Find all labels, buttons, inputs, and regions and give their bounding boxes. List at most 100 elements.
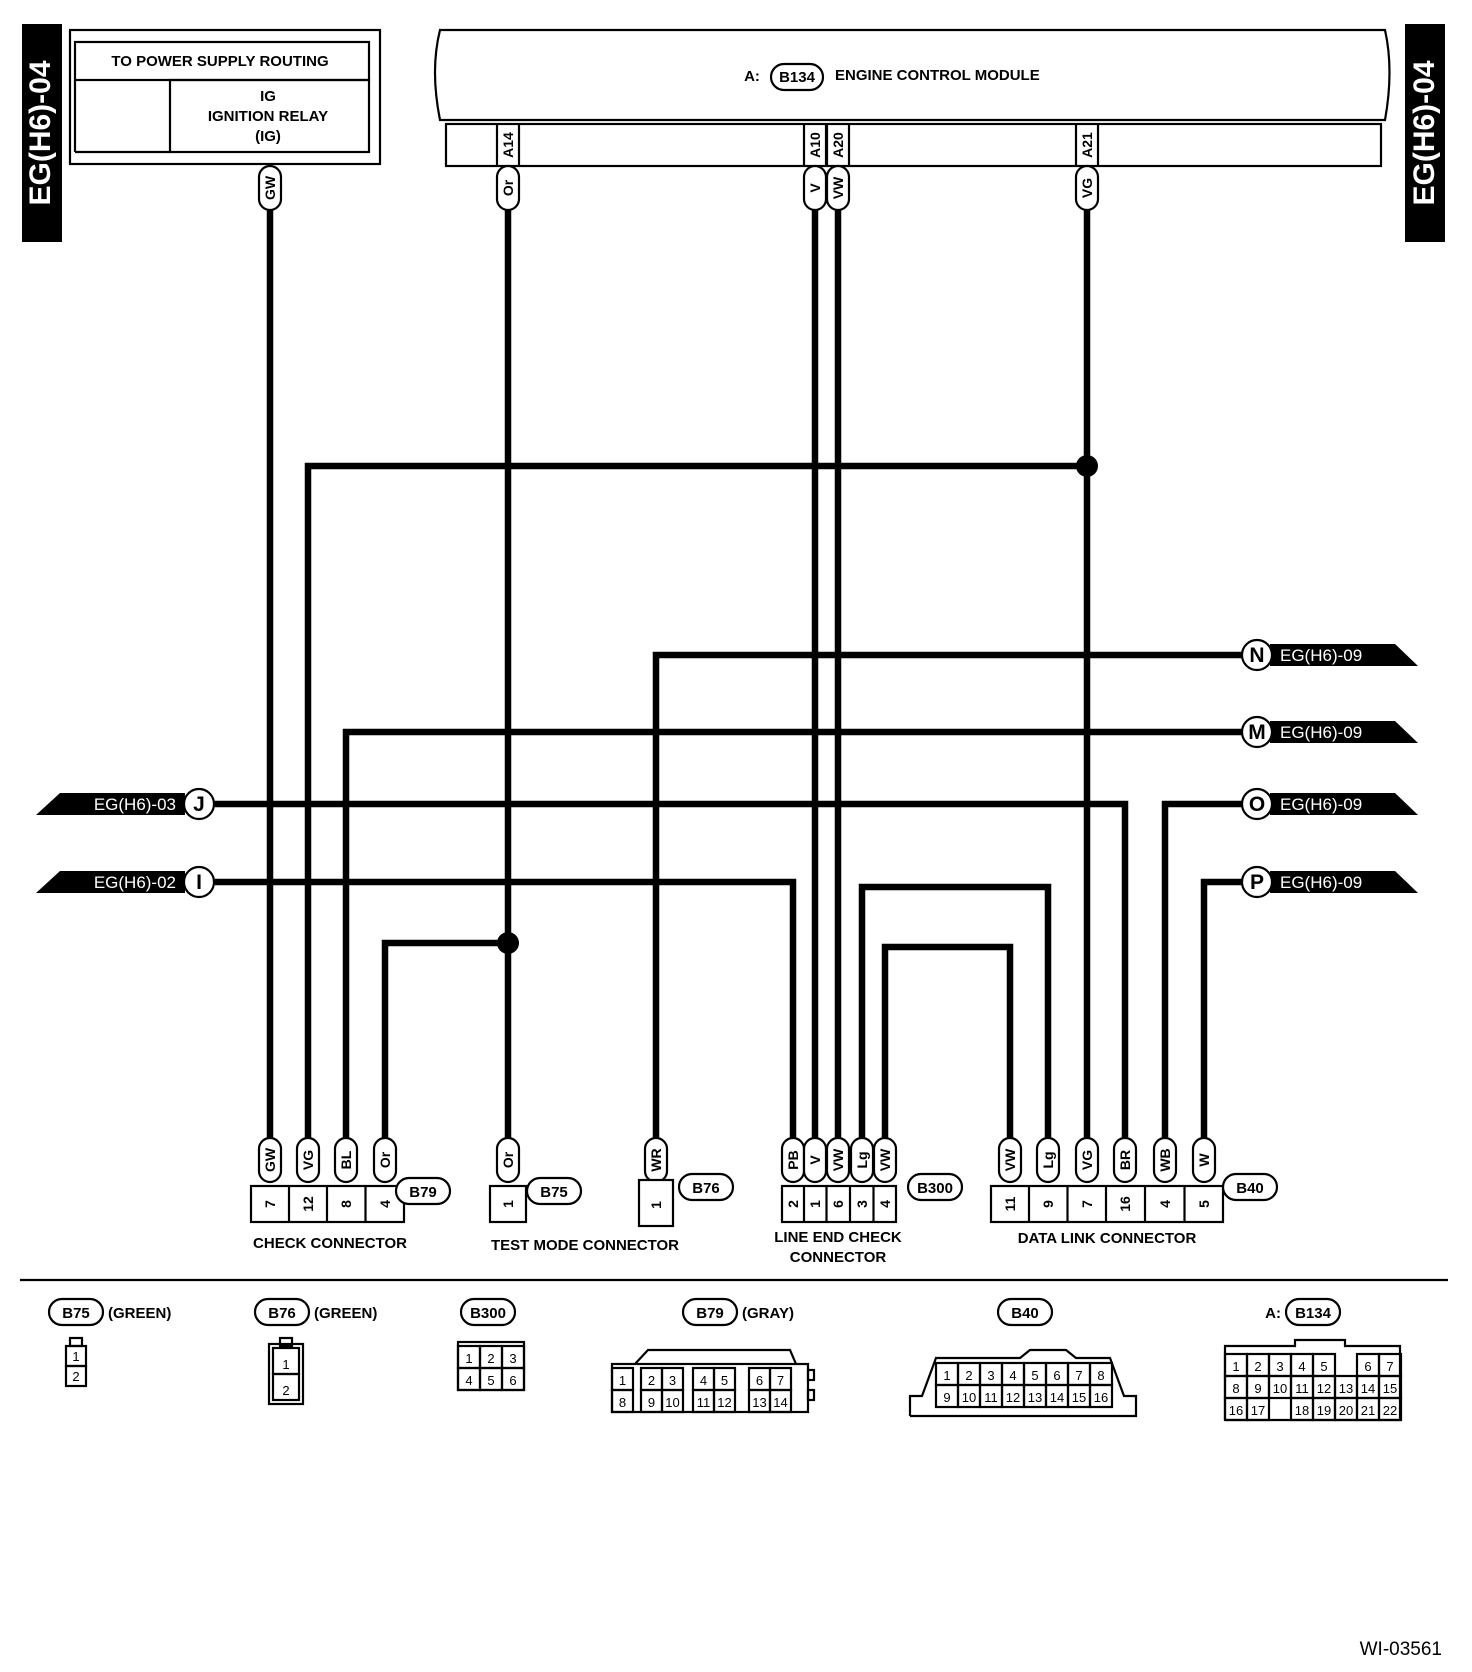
legend-B75-color: (GREEN) — [108, 1305, 171, 1322]
connector-B75-pin-1: 1 — [500, 1200, 516, 1208]
connector-B76: WR 1 B76 — [637, 1136, 735, 1228]
power-supply-abbr: (IG) — [255, 128, 281, 145]
connector-B300-wire-1: PB — [780, 1136, 806, 1184]
connector-B300-wire-2: V — [802, 1136, 828, 1184]
connector-B79-wire-4: Or — [372, 1136, 398, 1184]
legend-B134-pin-7: 7 — [1386, 1359, 1393, 1374]
ecm-terminal-A20: A20 — [830, 132, 846, 158]
legend-B40-pin-4: 4 — [1009, 1368, 1016, 1383]
connector-B76-id: B76 — [692, 1180, 720, 1197]
connector-B40-wire-5-label: WB — [1157, 1148, 1173, 1171]
legend-B79-pin-5: 5 — [721, 1373, 728, 1388]
legend-B40-pin-13: 13 — [1028, 1390, 1042, 1405]
legend-B79-pin-2: 2 — [648, 1373, 655, 1388]
ref-J[interactable]: JEG(H6)-03 — [36, 787, 216, 821]
connector-B79-wire-4-label: Or — [377, 1151, 393, 1168]
legend-B79-pin-12: 12 — [717, 1395, 731, 1410]
connector-B300-wire-2-label: V — [807, 1155, 823, 1165]
legend-B40-pin-15: 15 — [1072, 1390, 1086, 1405]
right-page-tab-label: EG(H6)-04 — [1408, 60, 1441, 205]
right-page-tab: EG(H6)-04 — [1405, 24, 1445, 242]
ref-page-N: EG(H6)-09 — [1280, 646, 1362, 665]
connector-B300-pin-1: 1 — [807, 1200, 823, 1208]
legend-B76-id: B76 — [268, 1305, 296, 1322]
connector-B79-pin-7: 7 — [262, 1200, 278, 1208]
legend-B300-pin-3: 3 — [509, 1351, 516, 1366]
legend-B40-pin-2: 2 — [965, 1368, 972, 1383]
legend-B79-id: B79 — [696, 1305, 724, 1322]
legend-B134-pin-22: 22 — [1383, 1403, 1397, 1418]
connector-B40-pin-11: 11 — [1002, 1196, 1018, 1211]
legend-B134-pin-9: 9 — [1254, 1381, 1261, 1396]
legend-B134-prefix: A: — [1265, 1305, 1281, 1322]
connector-B40-wire-6-label: W — [1196, 1153, 1212, 1167]
legend-B300-pin-6: 6 — [509, 1373, 516, 1388]
legend-B40-pin-8: 8 — [1097, 1368, 1104, 1383]
legend-B40-pin-7: 7 — [1075, 1368, 1082, 1383]
ecm-wire-tag-A20: VW — [825, 164, 851, 212]
legend-B75-pin-2: 2 — [72, 1369, 79, 1384]
legend-B40-pin-3: 3 — [987, 1368, 994, 1383]
power-wire-tag: GW — [257, 164, 283, 212]
ref-M[interactable]: M EG(H6)-09 — [1240, 715, 1418, 749]
connector-B300-name: LINE END CHECK — [774, 1229, 902, 1246]
connector-B300-wire-3-label: VW — [830, 1148, 846, 1171]
connector-B79-wire-3-label: BL — [338, 1150, 354, 1169]
connector-B40-wire-4-label: BR — [1117, 1150, 1133, 1170]
legend-B40-pin-12: 12 — [1006, 1390, 1020, 1405]
ecm-wire-tag-A14: Or — [495, 164, 521, 212]
connector-B76-wire-1: WR — [643, 1136, 669, 1184]
legend-B75-pin-1: 1 — [72, 1349, 79, 1364]
ref-page-O: EG(H6)-09 — [1280, 795, 1362, 814]
legend-B134-pin-13: 13 — [1339, 1381, 1353, 1396]
connector-B79-pin-4: 4 — [377, 1200, 393, 1208]
legend-B79-pin-6: 6 — [756, 1373, 763, 1388]
ref-letter-M: M — [1248, 721, 1266, 744]
connector-B79-wire-1: GW — [257, 1136, 283, 1184]
legend-B79-pin-8: 8 — [619, 1395, 626, 1410]
power-supply-box: TO POWER SUPPLY ROUTING IG IGNITION RELA… — [68, 28, 382, 166]
connector-B75-name: TEST MODE CONNECTOR — [491, 1237, 679, 1254]
legend-B300-pin-1: 1 — [465, 1351, 472, 1366]
ref-page-M: EG(H6)-09 — [1280, 723, 1362, 742]
connector-B76-pin-1: 1 — [648, 1201, 664, 1209]
ref-N[interactable]: N EG(H6)-09 — [1240, 638, 1418, 672]
connector-B40-wire-5: WB — [1152, 1136, 1178, 1184]
connector-B40-pin-7: 7 — [1079, 1200, 1095, 1208]
connector-B300-pin-2: 2 — [785, 1200, 801, 1208]
connector-B75-wire-1: Or — [495, 1136, 521, 1184]
connector-B300-wire-4-label: Lg — [854, 1151, 870, 1168]
legend-B134-pin-17: 17 — [1251, 1403, 1265, 1418]
legend-B134-pin-1: 1 — [1232, 1359, 1239, 1374]
ref-I[interactable]: IEG(H6)-02 — [36, 865, 216, 899]
connector-B40-wire-2: Lg — [1035, 1136, 1061, 1184]
connector-B300-pin-4: 4 — [877, 1200, 893, 1208]
legend-B79-color: (GRAY) — [742, 1305, 794, 1322]
legend-B79-pin-14: 14 — [773, 1395, 787, 1410]
legend-B76-color: (GREEN) — [314, 1305, 377, 1322]
connector-B300-name2: CONNECTOR — [790, 1249, 887, 1266]
legend-B40-id: B40 — [1011, 1305, 1039, 1322]
ref-letter-P: P — [1250, 871, 1264, 894]
legend-B134-pin-18: 18 — [1295, 1403, 1309, 1418]
connector-B76-wire-1-label: WR — [648, 1148, 664, 1171]
ref-letter-N: N — [1249, 644, 1264, 667]
connector-B300-wire-3: VW — [825, 1136, 851, 1184]
connector-B40-wire-1: VW — [997, 1136, 1023, 1184]
ref-letter-J: J — [193, 793, 205, 816]
connector-B40-name: DATA LINK CONNECTOR — [1018, 1230, 1197, 1247]
connector-B40-wire-3-label: VG — [1079, 1150, 1095, 1170]
legend-B134-pin-4: 4 — [1298, 1359, 1305, 1374]
legend-B134-pin-3: 3 — [1276, 1359, 1283, 1374]
connector-B79-wire-3: BL — [333, 1136, 359, 1184]
legend-B134-pin-12: 12 — [1317, 1381, 1331, 1396]
legend-B79-pin-13: 13 — [752, 1395, 766, 1410]
